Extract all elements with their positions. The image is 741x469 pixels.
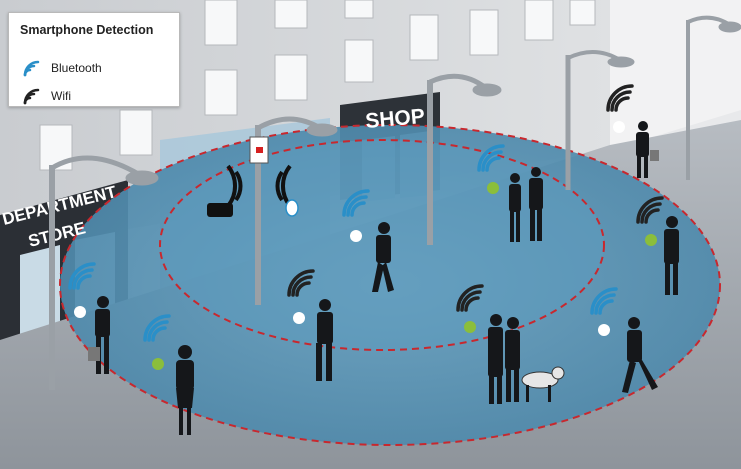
person	[636, 121, 659, 178]
apple-icon	[350, 230, 362, 242]
bluetooth-signal-icon	[23, 60, 40, 77]
wifi-signal-icon	[287, 269, 315, 297]
wifi-signal-icon	[606, 84, 634, 112]
android-icon	[645, 234, 657, 246]
phone-badges	[74, 121, 657, 370]
wifi-signal-icon	[23, 88, 40, 105]
bluetooth-signal-icon	[590, 287, 618, 315]
person	[622, 317, 658, 393]
person	[316, 299, 333, 381]
apple-icon	[598, 324, 610, 336]
shop-sign: SHOP	[364, 105, 425, 133]
legend-label-bluetooth: Bluetooth	[51, 61, 102, 75]
wifi-signal-icon	[456, 284, 484, 312]
person	[372, 222, 394, 292]
person	[664, 216, 679, 295]
legend-title: Smartphone Detection	[20, 23, 154, 37]
android-icon	[152, 358, 164, 370]
bluetooth-signal-icon	[342, 189, 370, 217]
bluetooth-signal-icon	[143, 314, 171, 342]
person	[176, 345, 194, 435]
legend: Smartphone Detection Bluetooth Wifi	[8, 12, 180, 107]
device-signals	[68, 84, 664, 342]
apple-icon	[293, 312, 305, 324]
legend-item-bluetooth: Bluetooth	[21, 57, 102, 79]
wifi-signal-icon	[636, 196, 664, 224]
pedestrians	[88, 121, 679, 435]
android-icon	[464, 321, 476, 333]
person	[529, 167, 543, 241]
apple-icon	[74, 306, 86, 318]
legend-item-wifi: Wifi	[21, 85, 71, 107]
bluetooth-signal-icon	[477, 144, 505, 172]
apple-icon	[613, 121, 625, 133]
person	[88, 296, 110, 374]
dog	[521, 366, 565, 402]
legend-label-wifi: Wifi	[51, 89, 71, 103]
person	[509, 173, 521, 242]
bluetooth-signal-icon	[68, 262, 96, 290]
person	[488, 314, 503, 404]
android-icon	[487, 182, 499, 194]
sensor-device	[207, 136, 299, 217]
person	[505, 317, 520, 402]
